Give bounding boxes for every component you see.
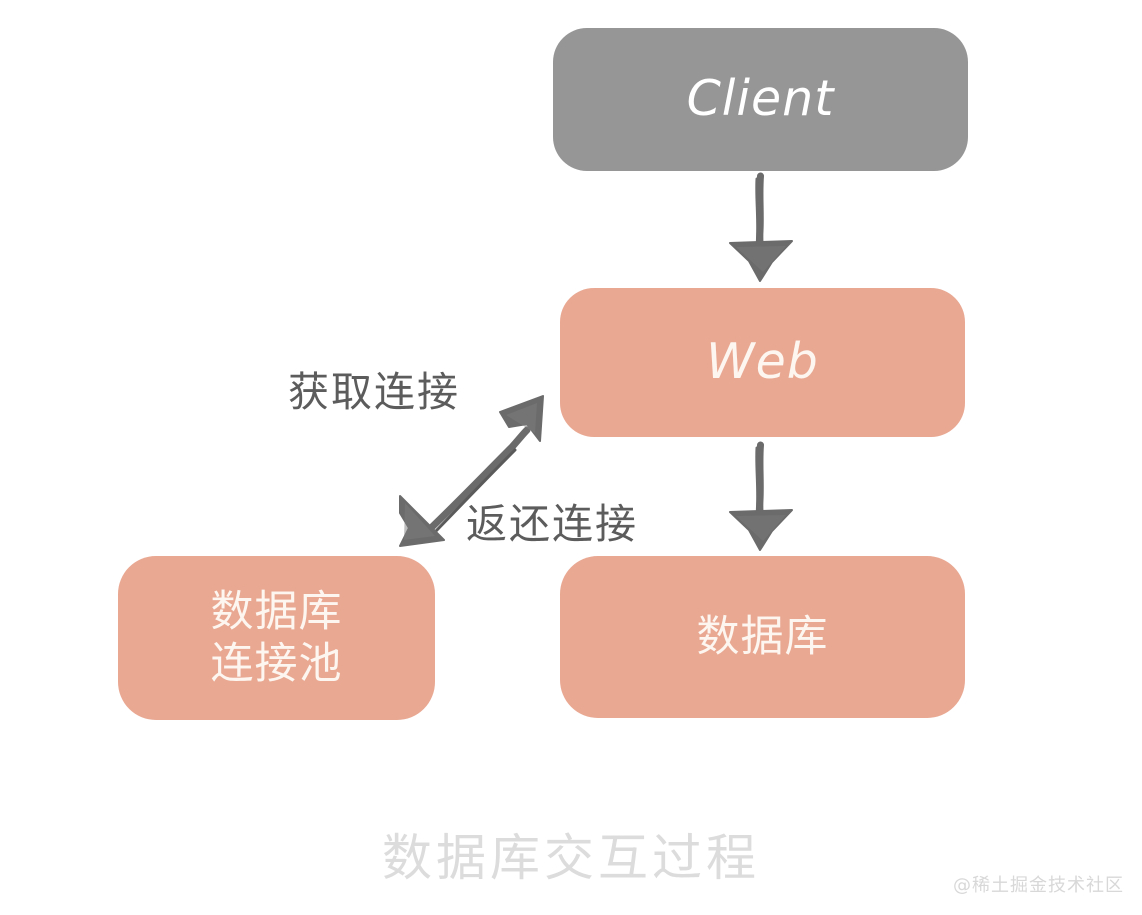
edge-label-acquire-connection: 获取连接	[288, 368, 460, 416]
node-database-label: 数据库	[696, 611, 829, 662]
node-client[interactable]: Client	[553, 28, 968, 171]
arrow-web-to-database	[729, 441, 793, 551]
node-pool-label: 数据库 连接池	[118, 586, 435, 689]
node-pool-label-line2: 连接池	[210, 639, 343, 689]
diagram-title: 数据库交互过程	[382, 829, 760, 887]
watermark: @稀土掘金技术社区	[953, 875, 1124, 896]
arrow-client-to-web	[729, 172, 793, 282]
node-pool-label-line1: 数据库	[210, 586, 343, 637]
node-web-label: Web	[706, 333, 819, 391]
edge-label-return-connection: 返还连接	[466, 500, 638, 548]
node-database[interactable]: 数据库	[560, 556, 965, 718]
node-web[interactable]: Web	[560, 288, 965, 437]
node-client-label: Client	[686, 70, 835, 128]
node-database-connection-pool[interactable]: 数据库 连接池	[118, 556, 435, 720]
